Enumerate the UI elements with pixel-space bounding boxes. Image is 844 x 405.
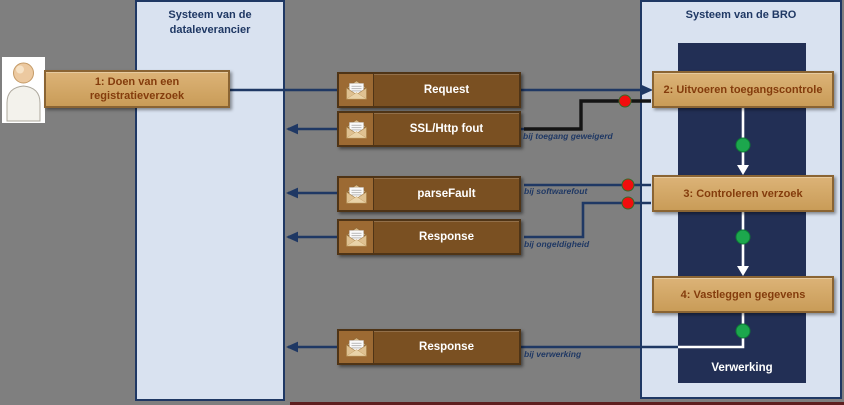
message-label: Request xyxy=(423,84,470,96)
arrowhead-left-icon xyxy=(286,341,298,353)
message-parsefault: parseFault xyxy=(337,176,521,212)
white-arrowheads xyxy=(737,165,749,276)
condition-verwerking: bij verwerking xyxy=(524,349,582,359)
error-dot-icon xyxy=(621,196,635,210)
bottom-edge-strip xyxy=(290,402,844,405)
arrowhead-left-icon xyxy=(286,123,298,135)
success-dots xyxy=(735,137,751,339)
success-dot-icon xyxy=(735,323,751,339)
success-dot-icon xyxy=(735,229,751,245)
arrowhead-down-icon xyxy=(737,165,749,175)
arrowhead-right-icon xyxy=(641,84,653,96)
toegang-geweigerd-line xyxy=(524,99,651,131)
message-label: SSL/Http fout xyxy=(409,123,484,135)
message-label: Response xyxy=(419,341,474,353)
actor-icon xyxy=(2,57,45,123)
step-2-uitvoeren-toegangscontrole: 2: Uitvoeren toegangscontrole xyxy=(652,71,834,108)
envelope-icon xyxy=(339,178,374,210)
navy-arrowheads xyxy=(286,84,653,353)
error-dot-icon xyxy=(621,178,635,192)
condition-softwarefout: bij softwarefout xyxy=(524,186,588,196)
condition-toegang-geweigerd: bij toegang geweigerd xyxy=(523,131,613,141)
message-label: Response xyxy=(419,231,474,243)
envelope-icon xyxy=(339,74,374,106)
verwerking-label: Verwerking xyxy=(711,362,773,374)
success-dot-icon xyxy=(735,137,751,153)
message-ssl-http-fout: SSL/Http fout xyxy=(337,111,521,147)
error-dots xyxy=(618,94,635,210)
message-label: parseFault xyxy=(417,188,476,200)
message-request: Request xyxy=(337,72,521,108)
envelope-icon xyxy=(339,221,374,253)
person-icon xyxy=(6,62,41,122)
lane-dataleverancier: Systeem van de dataleverancier xyxy=(135,0,285,401)
step-3-controleren-verzoek: 3: Controleren verzoek xyxy=(652,175,834,212)
arrowhead-left-icon xyxy=(286,231,298,243)
response1-source-line xyxy=(524,201,651,239)
message-response-verwerking: Response xyxy=(337,329,521,365)
message-response-ongeldig: Response xyxy=(337,219,521,255)
step-1-doen-registratieverzoek: 1: Doen van een registratieverzoek xyxy=(44,70,230,108)
arrowhead-down-icon xyxy=(737,266,749,276)
lane-bro-title: Systeem van de BRO xyxy=(685,9,797,21)
step-4-vastleggen-gegevens: 4: Vastleggen gegevens xyxy=(652,276,834,313)
arrowhead-left-icon xyxy=(286,187,298,199)
step4-out-line xyxy=(678,313,745,349)
error-dot-icon xyxy=(618,94,632,108)
lane-dataleverancier-title: Systeem van de dataleverancier xyxy=(168,9,252,36)
condition-ongeldigheid: bij ongeldigheid xyxy=(524,239,590,249)
envelope-icon xyxy=(339,113,374,145)
envelope-icon xyxy=(339,331,374,363)
